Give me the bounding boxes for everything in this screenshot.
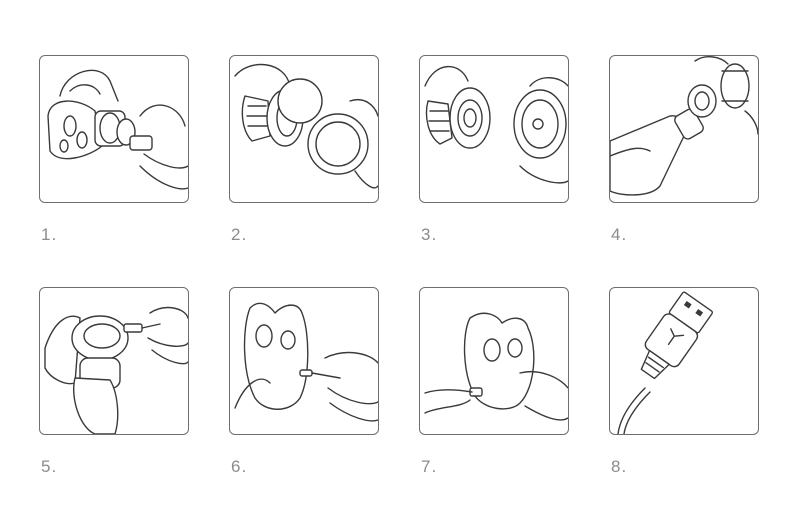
step-1-panel [39, 55, 189, 203]
step-3-illustration [424, 65, 568, 184]
step-4-panel [609, 55, 759, 203]
step-2: 2. [229, 55, 379, 245]
step-8-label: 8. [611, 457, 628, 476]
step-4-label: 4. [611, 225, 628, 244]
step-8: 8. [609, 287, 759, 477]
step-3-label: 3. [421, 225, 438, 244]
step-3-panel [419, 55, 569, 203]
step-6: 6. [229, 287, 379, 477]
step-7-illustration [424, 312, 568, 421]
step-7-panel [419, 287, 569, 435]
step-2-label: 2. [231, 225, 248, 244]
step-5: 5. [39, 287, 189, 477]
step-5-illustration [44, 306, 188, 434]
step-6-panel [229, 287, 379, 435]
step-7: 7. [419, 287, 569, 477]
step-4-illustration [610, 56, 758, 196]
step-1-label: 1. [41, 225, 58, 244]
step-7-label: 7. [421, 457, 438, 476]
step-6-label: 6. [231, 457, 248, 476]
step-1: 1. [39, 55, 189, 245]
step-1-illustration [47, 69, 188, 190]
step-2-illustration [234, 63, 378, 189]
step-8-illustration [617, 291, 714, 434]
step-8-panel [609, 287, 759, 435]
step-5-label: 5. [41, 457, 58, 476]
step-4: 4. [609, 55, 759, 245]
step-3: 3. [419, 55, 569, 245]
step-6-illustration [234, 302, 378, 422]
step-5-panel [39, 287, 189, 435]
step-2-panel [229, 55, 379, 203]
